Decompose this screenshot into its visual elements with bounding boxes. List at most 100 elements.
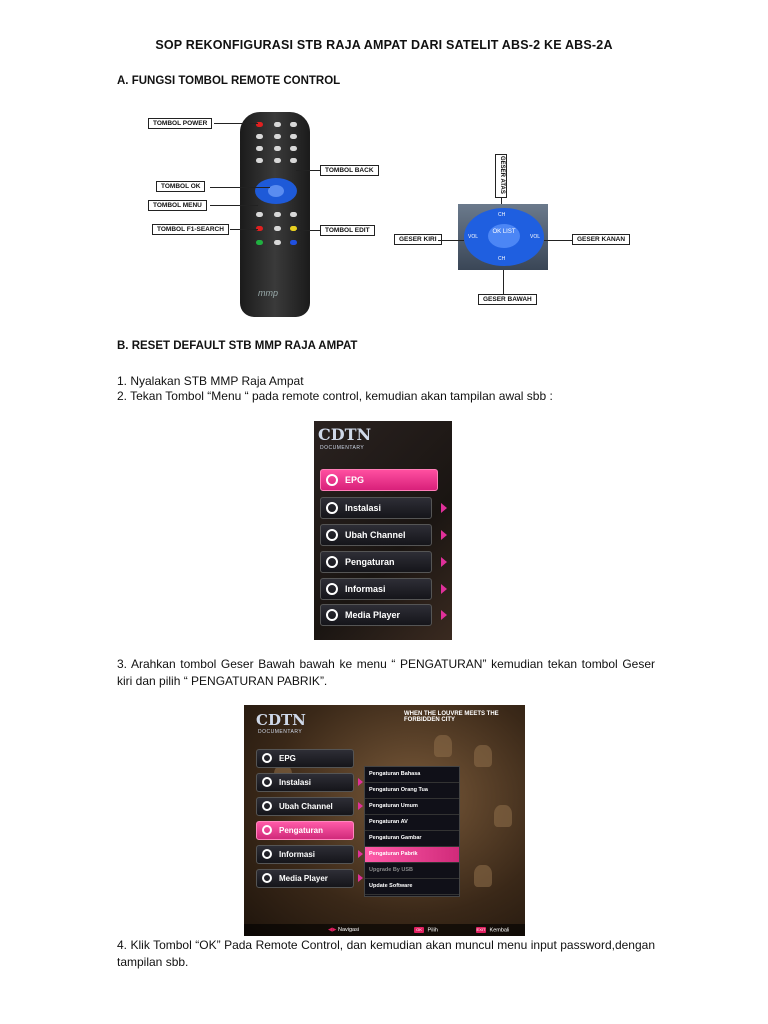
step-2: 2. Tekan Tombol “Menu “ pada remote cont… bbox=[117, 389, 553, 403]
submenu-pengaturan-bahasa[interactable]: Pengaturan Bahasa bbox=[365, 767, 459, 783]
remote-key-icon bbox=[256, 146, 263, 151]
blue-button-icon bbox=[290, 240, 297, 245]
ch-up-label: CH bbox=[498, 212, 506, 218]
f1-button-icon bbox=[256, 226, 263, 231]
epg-icon bbox=[262, 753, 272, 763]
submenu-update-software[interactable]: Update Software bbox=[365, 879, 459, 895]
menu-item-informasi[interactable]: Informasi bbox=[256, 845, 363, 864]
step-3: 3. Arahkan tombol Geser Bawah bawah ke m… bbox=[117, 657, 655, 688]
callout-line bbox=[296, 230, 320, 231]
callout-power: TOMBOL POWER bbox=[148, 118, 213, 129]
epg-icon bbox=[326, 474, 338, 486]
cdtn-logo: CDTN bbox=[318, 425, 372, 444]
cdtn-logo-sub: DOCUMENTARY bbox=[258, 729, 303, 735]
callout-line bbox=[210, 205, 258, 206]
menu-item-instalasi[interactable]: Instalasi bbox=[256, 773, 363, 792]
step-4: 4. Klik Tombol “OK” Pada Remote Control,… bbox=[117, 938, 655, 969]
hint-pilih: OK Pilih bbox=[414, 927, 438, 933]
info-icon bbox=[262, 849, 272, 859]
remote-key-icon bbox=[274, 146, 281, 151]
remote-key-icon bbox=[290, 158, 297, 163]
callout-line bbox=[214, 123, 258, 124]
cdtn-logo: CDTN bbox=[256, 711, 306, 729]
background-statue bbox=[474, 745, 492, 767]
menu-item-media-player[interactable]: Media Player bbox=[256, 869, 363, 888]
remote-key-icon bbox=[256, 158, 263, 163]
submenu-pengaturan-orang-tua[interactable]: Pengaturan Orang Tua bbox=[365, 783, 459, 799]
settings-submenu: Pengaturan Bahasa Pengaturan Orang Tua P… bbox=[364, 766, 460, 897]
document-title: SOP REKONFIGURASI STB RAJA AMPAT DARI SA… bbox=[155, 38, 613, 52]
menu-item-media-player[interactable]: Media Player bbox=[320, 604, 447, 626]
ok-key-icon: OK bbox=[414, 927, 424, 933]
callout-back: TOMBOL BACK bbox=[320, 165, 379, 176]
callout-edit: TOMBOL EDIT bbox=[320, 225, 375, 236]
remote-key-icon bbox=[274, 226, 281, 231]
ok-button-icon bbox=[268, 185, 284, 197]
step-1: 1. Nyalakan STB MMP Raja Ampat bbox=[117, 374, 304, 388]
play-icon bbox=[262, 873, 272, 883]
info-icon bbox=[326, 583, 338, 595]
callout-menu: TOMBOL MENU bbox=[148, 200, 207, 211]
stb-settings-menu-screenshot: CDTN DOCUMENTARY WHEN THE LOUVRE MEETS T… bbox=[244, 705, 525, 936]
submenu-pengaturan-gambar[interactable]: Pengaturan Gambar bbox=[365, 831, 459, 847]
vol-left-label: VOL bbox=[468, 234, 479, 240]
satellite-icon bbox=[326, 502, 338, 514]
callout-line bbox=[210, 187, 270, 188]
menu-item-epg[interactable]: EPG bbox=[320, 469, 438, 491]
remote-key-icon bbox=[274, 134, 281, 139]
menu-item-ubah-channel[interactable]: Ubah Channel bbox=[320, 524, 447, 546]
chevron-right-icon bbox=[358, 778, 363, 786]
submenu-pengaturan-av[interactable]: Pengaturan AV bbox=[365, 815, 459, 831]
program-title: WHEN THE LOUVRE MEETS THE FORBIDDEN CITY bbox=[404, 711, 499, 723]
edit-button-icon bbox=[290, 226, 297, 231]
vol-right-label: VOL bbox=[530, 234, 541, 240]
chevron-right-icon bbox=[441, 557, 447, 567]
remote-key-icon bbox=[290, 122, 297, 127]
chevron-right-icon bbox=[358, 850, 363, 858]
hint-navigasi: ◀▶ Navigasi bbox=[328, 927, 360, 933]
chevron-right-icon bbox=[358, 802, 363, 810]
dpad-figure: GESER ATAS OK LIST CH CH VOL VOL GESER K… bbox=[392, 152, 631, 312]
remote-key-icon bbox=[290, 134, 297, 139]
callout-geser-atas: GESER ATAS bbox=[495, 154, 507, 198]
remote-key-icon bbox=[290, 146, 297, 151]
edit-icon bbox=[326, 529, 338, 541]
callout-line bbox=[296, 170, 320, 171]
callout-geser-kiri: GESER KIRI bbox=[394, 234, 442, 245]
exit-key-icon: EXIT bbox=[476, 927, 486, 933]
edit-icon bbox=[262, 801, 272, 811]
callout-geser-kanan: GESER KANAN bbox=[572, 234, 631, 245]
stb-main-menu-screenshot: CDTN DOCUMENTARY EPG Instalasi Ubah Chan… bbox=[314, 421, 452, 640]
remote-key-icon bbox=[274, 240, 281, 245]
gear-icon bbox=[262, 825, 272, 835]
nav-arrows-icon: ◀▶ bbox=[328, 927, 337, 933]
section-a-heading: A. FUNGSI TOMBOL REMOTE CONTROL bbox=[117, 75, 341, 87]
callout-geser-bawah: GESER BAWAH bbox=[478, 294, 537, 305]
remote-key-icon bbox=[274, 122, 281, 127]
callout-line bbox=[230, 229, 258, 230]
callout-line bbox=[503, 270, 504, 294]
remote-control-figure: mmp TOMBOL POWER TOMBOL OK TOMBOL MENU T… bbox=[140, 108, 390, 320]
callout-ok: TOMBOL OK bbox=[156, 181, 206, 192]
power-button-icon bbox=[256, 122, 263, 127]
submenu-pengaturan-umum[interactable]: Pengaturan Umum bbox=[365, 799, 459, 815]
menu-item-epg[interactable]: EPG bbox=[256, 749, 354, 768]
submenu-pengaturan-pabrik[interactable]: Pengaturan Pabrik bbox=[365, 847, 459, 863]
hint-bar: ◀▶ Navigasi OK Pilih EXIT Kembali bbox=[244, 924, 525, 936]
gear-icon bbox=[326, 556, 338, 568]
chevron-right-icon bbox=[441, 584, 447, 594]
menu-item-informasi[interactable]: Informasi bbox=[320, 578, 447, 600]
remote-brand-logo: mmp bbox=[258, 288, 278, 298]
menu-item-pengaturan[interactable]: Pengaturan bbox=[256, 821, 354, 840]
green-button-icon bbox=[256, 240, 263, 245]
remote-key-icon bbox=[274, 212, 281, 217]
menu-item-instalasi[interactable]: Instalasi bbox=[320, 497, 447, 519]
callout-f1-search: TOMBOL F1-SEARCH bbox=[152, 224, 229, 235]
submenu-upgrade-by-usb[interactable]: Upgrade By USB bbox=[365, 863, 459, 879]
remote-key-icon bbox=[256, 212, 263, 217]
chevron-right-icon bbox=[441, 530, 447, 540]
cdtn-logo-sub: DOCUMENTARY bbox=[320, 445, 365, 451]
section-b-heading: B. RESET DEFAULT STB MMP RAJA AMPAT bbox=[117, 340, 358, 352]
menu-item-pengaturan[interactable]: Pengaturan bbox=[320, 551, 447, 573]
menu-item-ubah-channel[interactable]: Ubah Channel bbox=[256, 797, 363, 816]
